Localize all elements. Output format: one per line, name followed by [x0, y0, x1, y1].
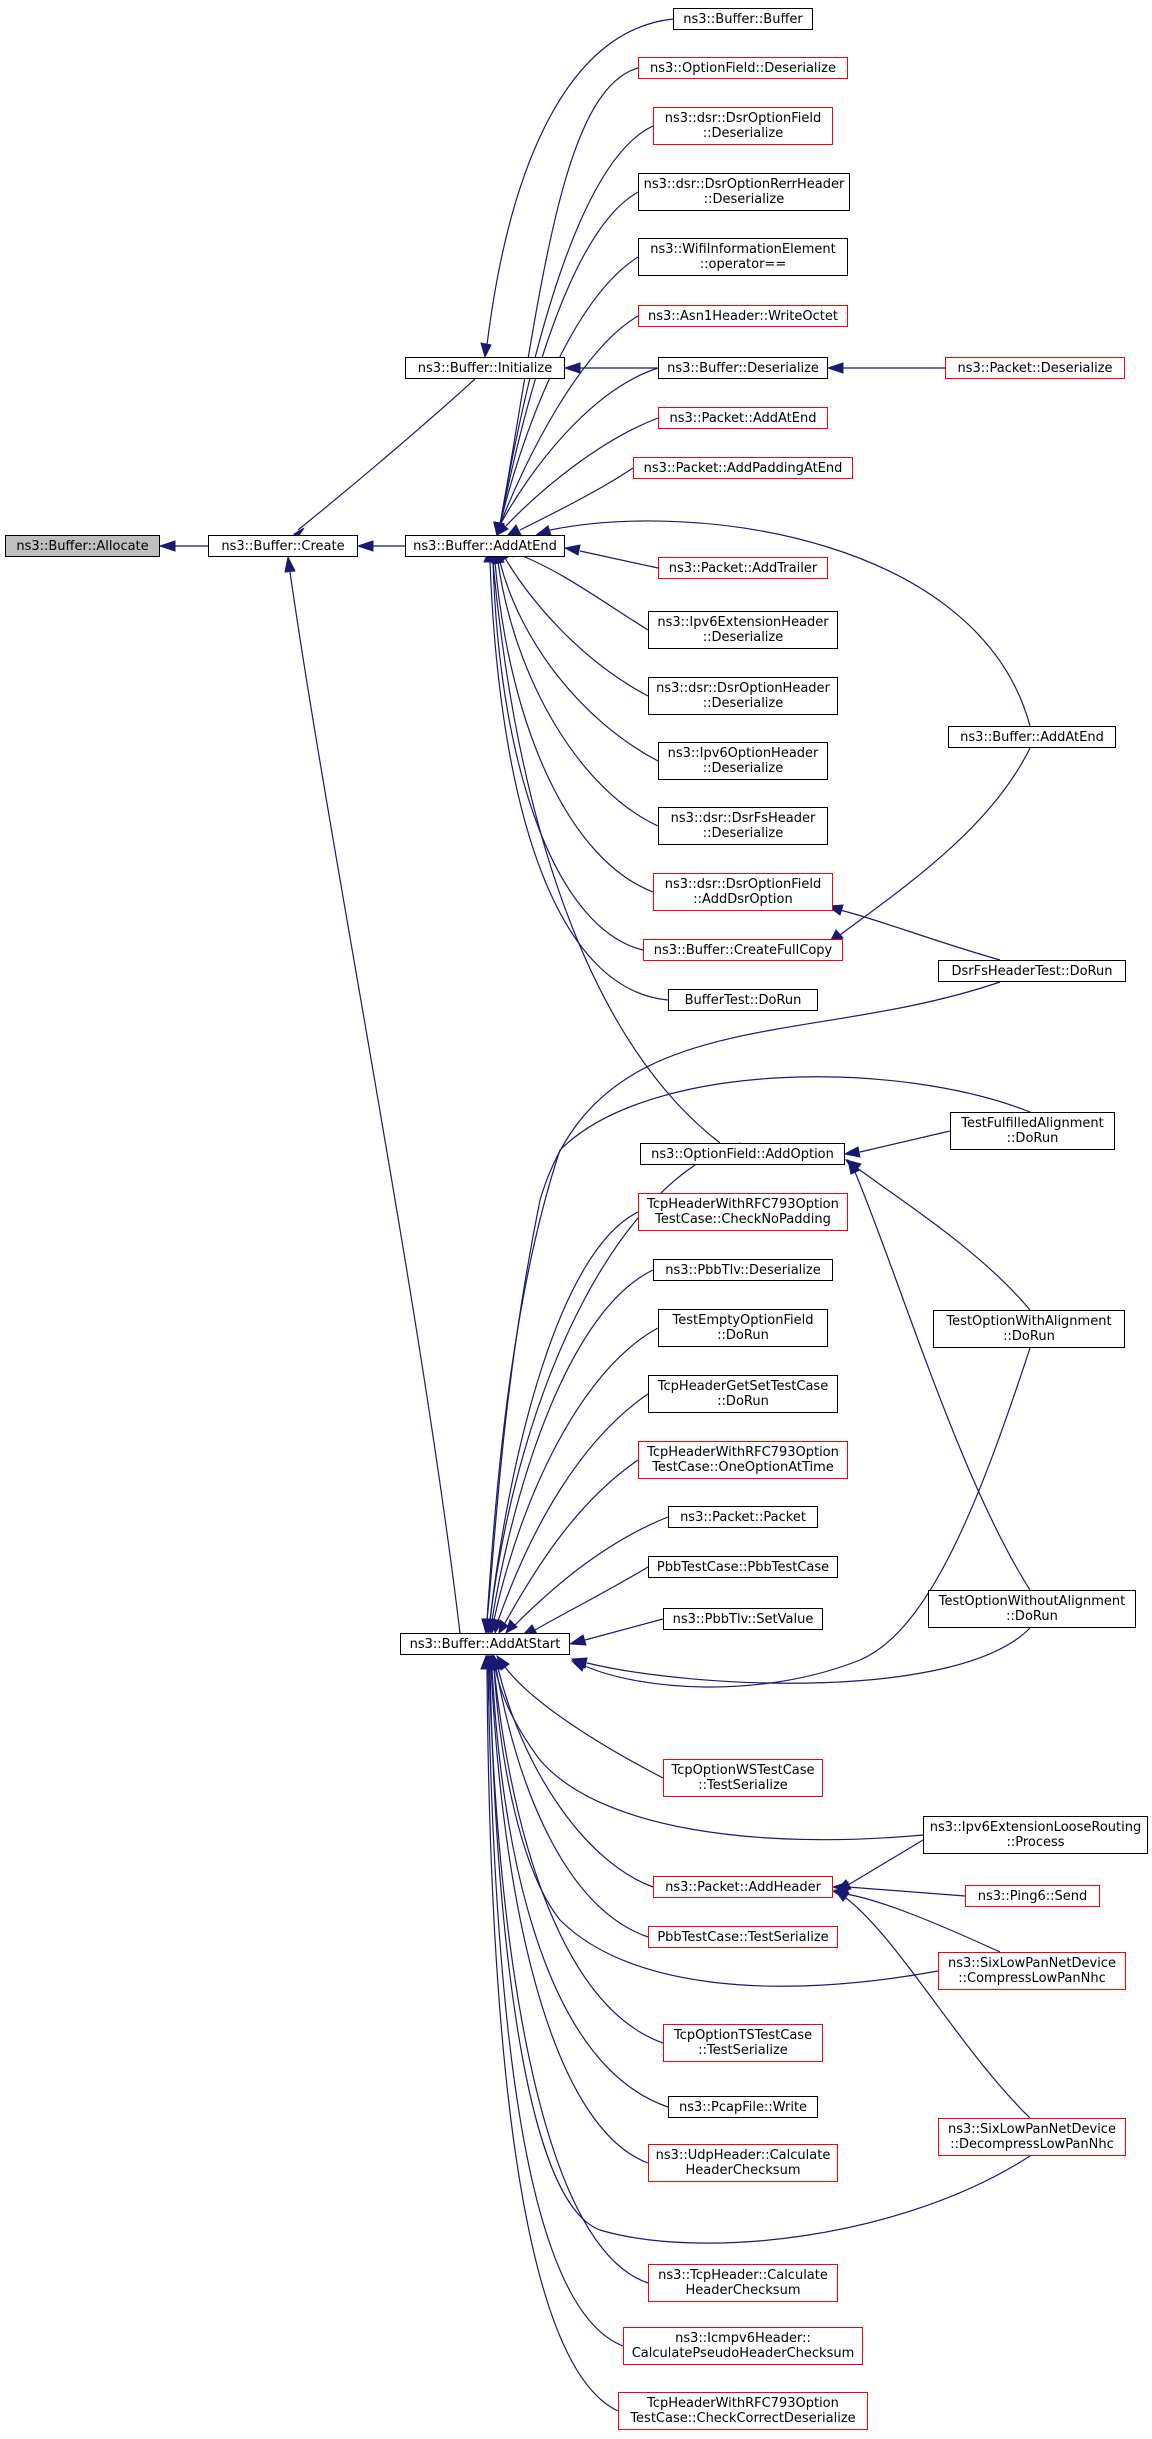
edge-correctdeser-to-addatstart	[480, 1654, 619, 2412]
edge-addtrailer-to-addatend	[563, 544, 659, 569]
node-buffer-initialize[interactable]: ns3::Buffer::Initialize	[405, 357, 565, 379]
node-dsroptionheader-deserialize[interactable]: ns3::dsr::DsrOptionHeader ::Deserialize	[648, 677, 838, 715]
node-tcpoptionwstestcase-testserialize[interactable]: TcpOptionWSTestCase ::TestSerialize	[663, 1759, 823, 1797]
node-wifiinformationelement-operator[interactable]: ns3::WifiInformationElement ::operator==	[638, 238, 848, 276]
node-tcpheader-calculateheaderchecksum[interactable]: ns3::TcpHeader::Calculate HeaderChecksum	[648, 2264, 838, 2302]
edge-bufferaddatend2-to-addatend	[533, 520, 1031, 727]
node-tcpheaderwithrfc793-checknopadding[interactable]: TcpHeaderWithRFC793Option TestCase::Chec…	[638, 1193, 848, 1231]
node-packet-packet[interactable]: ns3::Packet::Packet	[668, 1506, 818, 1528]
node-packet-addpaddingatend[interactable]: ns3::Packet::AddPaddingAtEnd	[633, 457, 853, 479]
edge-packetaddatend-to-addatend	[496, 417, 659, 536]
node-dsrfsheader-deserialize[interactable]: ns3::dsr::DsrFsHeader ::Deserialize	[658, 807, 828, 845]
node-buffer-addatend[interactable]: ns3::Buffer::AddAtEnd	[405, 535, 565, 557]
arrowhead-icon	[568, 1634, 587, 1646]
node-sixlowpan-decompresslowpannhc[interactable]: ns3::SixLowPanNetDevice ::DecompressLowP…	[938, 2118, 1126, 2156]
node-pbbtestcase-testserialize[interactable]: PbbTestCase::TestSerialize	[648, 1926, 838, 1948]
node-asn1header-writeoctet[interactable]: ns3::Asn1Header::WriteOctet	[638, 305, 848, 327]
node-pbbtlv-setvalue[interactable]: ns3::PbbTlv::SetValue	[663, 1608, 823, 1630]
node-ipv6extensionlooserouting-process[interactable]: ns3::Ipv6ExtensionLooseRouting ::Process	[923, 1816, 1148, 1854]
node-ipv6optionheader-deserialize[interactable]: ns3::Ipv6OptionHeader ::Deserialize	[658, 742, 828, 780]
node-testoptionwithalignment-dorun[interactable]: TestOptionWithAlignment ::DoRun	[933, 1310, 1125, 1348]
node-tcpheaderwithrfc793-oneoptionattime[interactable]: TcpHeaderWithRFC793Option TestCase::OneO…	[638, 1441, 848, 1479]
node-packet-deserialize[interactable]: ns3::Packet::Deserialize	[945, 357, 1125, 379]
node-dsroptionfield-deserialize[interactable]: ns3::dsr::DsrOptionField ::Deserialize	[653, 107, 833, 145]
edge-packetdeser-to-bufferdeser	[826, 362, 945, 374]
edge-oneoption-to-addatstart	[498, 1459, 639, 1635]
node-sixlowpan-compresslowpannhc[interactable]: ns3::SixLowPanNetDevice ::CompressLowPan…	[938, 1952, 1126, 1990]
node-optionfield-addoption[interactable]: ns3::OptionField::AddOption	[640, 1143, 845, 1165]
arrowhead-icon	[505, 1619, 518, 1635]
node-pbbtlv-deserialize[interactable]: ns3::PbbTlv::Deserialize	[653, 1259, 833, 1281]
arrowhead-icon	[826, 362, 844, 374]
node-buffer-deserialize[interactable]: ns3::Buffer::Deserialize	[658, 357, 828, 379]
edge-buffer-ctor-to-initialize	[480, 18, 674, 359]
arrowhead-icon	[847, 1158, 861, 1175]
node-tcpheadergetsettestcase-dorun[interactable]: TcpHeaderGetSetTestCase ::DoRun	[648, 1375, 838, 1413]
edge-deserialize-to-initialize	[563, 362, 658, 374]
arrowhead-icon	[158, 540, 176, 552]
edge-packetctor-to-addatstart	[505, 1516, 669, 1635]
edge-addatstart-to-create	[284, 555, 461, 1634]
node-pcapfile-write[interactable]: ns3::PcapFile::Write	[668, 2096, 818, 2118]
arrowhead-icon	[833, 1889, 850, 1902]
node-dsroptionrerrheader-deserialize[interactable]: ns3::dsr::DsrOptionRerrHeader ::Deserial…	[638, 173, 850, 211]
arrowhead-icon	[563, 544, 581, 556]
node-udpheader-calculateheaderchecksum[interactable]: ns3::UdpHeader::Calculate HeaderChecksum	[648, 2144, 838, 2182]
node-dsrfsheadertest-dorun[interactable]: DsrFsHeaderTest::DoRun	[938, 960, 1126, 982]
arrowhead-icon	[480, 1654, 492, 1670]
node-packet-addheader[interactable]: ns3::Packet::AddHeader	[653, 1876, 833, 1898]
arrowhead-icon	[498, 1619, 509, 1635]
node-tcpoptiontstestcase-testserialize[interactable]: TcpOptionTSTestCase ::TestSerialize	[663, 2024, 823, 2062]
node-pbbtestcase-pbbtestcase[interactable]: PbbTestCase::PbbTestCase	[648, 1556, 838, 1578]
arrowhead-icon	[496, 521, 509, 536]
edge-testwithoutalign-to-addatstart	[570, 1627, 1031, 1684]
node-packet-addtrailer[interactable]: ns3::Packet::AddTrailer	[658, 557, 828, 579]
arrowhead-icon	[480, 342, 492, 359]
node-testoptionwithoutalignment-dorun[interactable]: TestOptionWithoutAlignment ::DoRun	[928, 1590, 1136, 1628]
node-packet-addatend[interactable]: ns3::Packet::AddAtEnd	[658, 407, 828, 429]
node-buffertest-dorun[interactable]: BufferTest::DoRun	[668, 989, 818, 1011]
edge-testfulfilled-to-addoption	[843, 1130, 951, 1158]
edge-testwithoutalign-to-addoption	[847, 1158, 1031, 1591]
node-ipv6extensionheader-deserialize[interactable]: ns3::Ipv6ExtensionHeader ::Deserialize	[648, 611, 838, 649]
node-buffer-addatend-2[interactable]: ns3::Buffer::AddAtEnd	[948, 726, 1116, 748]
node-testemptyoptionfield-dorun[interactable]: TestEmptyOptionField ::DoRun	[658, 1309, 828, 1347]
arrowhead-icon	[563, 362, 581, 374]
node-dsroptionfield-adddsroption[interactable]: ns3::dsr::DsrOptionField ::AddDsrOption	[653, 873, 833, 911]
node-ping6-send[interactable]: ns3::Ping6::Send	[965, 1885, 1100, 1907]
node-testfulfilledalignment-dorun[interactable]: TestFulfilledAlignment ::DoRun	[950, 1112, 1115, 1150]
node-buffer-create[interactable]: ns3::Buffer::Create	[208, 535, 358, 557]
arrowhead-icon	[284, 555, 296, 573]
edge-addatend-to-create	[356, 540, 405, 552]
edge-setvalue-to-addatstart	[568, 1618, 664, 1646]
arrowhead-icon	[356, 540, 374, 552]
arrowhead-icon	[570, 1657, 588, 1669]
edge-create-to-allocate	[158, 540, 208, 552]
node-buffer-buffer[interactable]: ns3::Buffer::Buffer	[673, 8, 813, 30]
node-icmpv6header-calculatepseudoheaderchecksum[interactable]: ns3::Icmpv6Header:: CalculatePseudoHeade…	[623, 2327, 863, 2365]
arrowhead-icon	[843, 1146, 861, 1158]
edge-decompress-to-addheader	[833, 1889, 1031, 2119]
node-buffer-allocate: ns3::Buffer::Allocate	[5, 535, 160, 557]
node-tcpheaderwithrfc793-checkcorrectdeserialize[interactable]: TcpHeaderWithRFC793Option TestCase::Chec…	[618, 2392, 868, 2430]
node-buffer-createfullcopy[interactable]: ns3::Buffer::CreateFullCopy	[643, 939, 843, 961]
node-buffer-addatstart[interactable]: ns3::Buffer::AddAtStart	[400, 1633, 570, 1655]
node-optionfield-deserialize[interactable]: ns3::OptionField::Deserialize	[638, 57, 848, 79]
